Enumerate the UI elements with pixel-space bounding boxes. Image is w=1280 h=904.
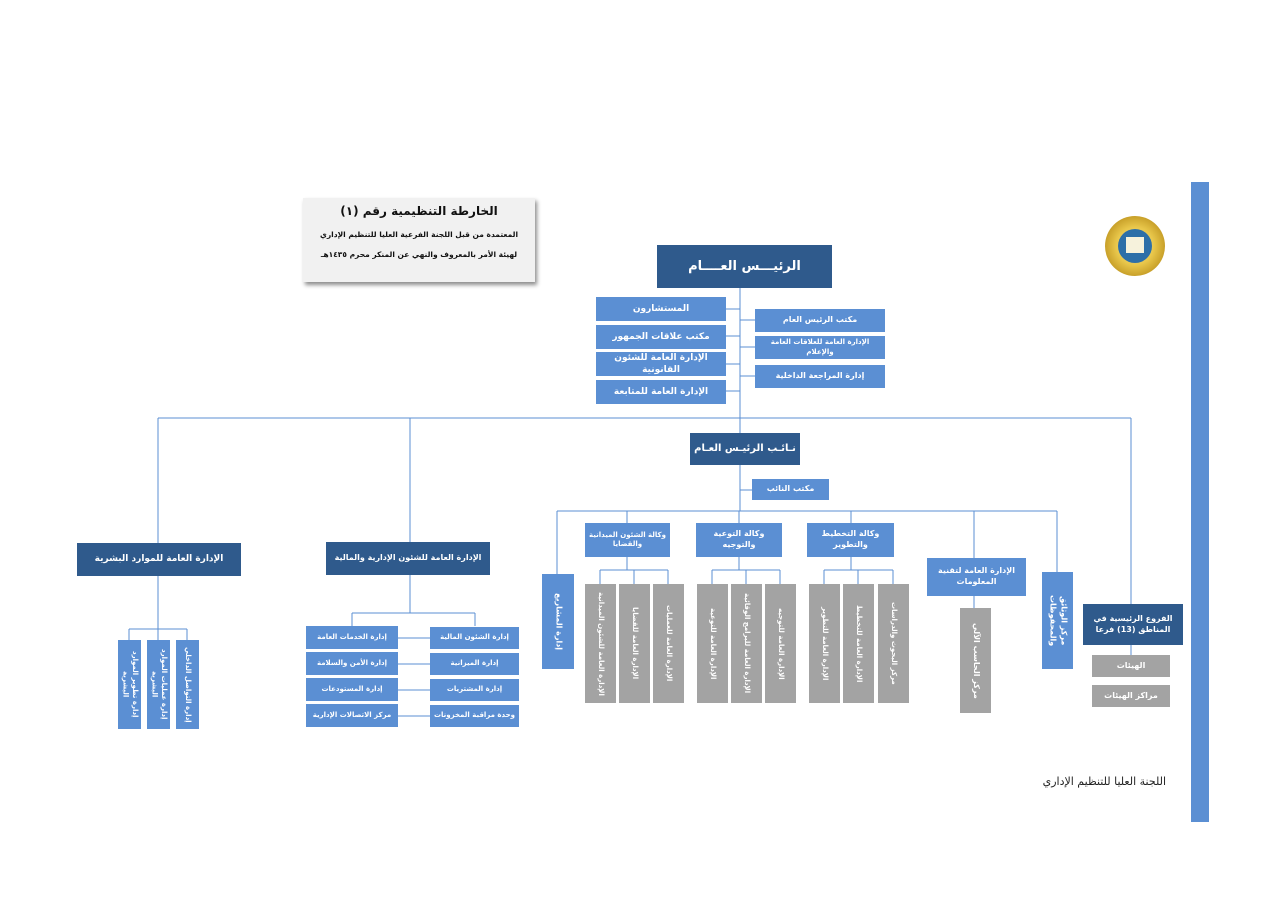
node-advisors[interactable]: المستشارون [596,297,726,321]
node-deputy[interactable]: نـائـب الرئيـس العـام [690,433,800,465]
node-general-services[interactable]: إدارة الخدمات العامة [306,626,398,649]
node-followup[interactable]: الإدارة العامة للمتابعة [596,380,726,404]
node-president-office[interactable]: مكتب الرئيس العام [755,309,885,332]
node-field-gm[interactable]: الإدارة العامة للشئون الميدانية [585,584,616,703]
node-procurement[interactable]: إدارة المشتريات [430,679,519,701]
chart-title: الخارطة التنظيمية رقم (١) [340,204,498,218]
node-computer-center[interactable]: مركز الحاسب الآلي [960,608,991,713]
node-financial-affairs[interactable]: إدارة الشئون المالية [430,627,519,649]
node-legal-affairs[interactable]: الإدارة العامة للشئون القانونية [596,352,726,376]
node-planning-gm[interactable]: الإدارة العامة للتخطيط [843,584,874,703]
node-development-gm[interactable]: الإدارة العامة للتطوير [809,584,840,703]
node-research-center[interactable]: مركز البحوث والدراسات [878,584,909,703]
node-internal-audit[interactable]: إدارة المراجعة الداخلية [755,365,885,388]
node-awareness-gm[interactable]: الإدارة العامة للتوعية [697,584,728,703]
organization-logo-icon [1105,216,1165,276]
node-cases-gm[interactable]: الإدارة العامة للقضايا [619,584,650,703]
node-warehouses[interactable]: إدارة المستودعات [306,678,398,701]
node-admin-comm-center[interactable]: مركز الاتصالات الإدارية [306,704,398,727]
node-documents-center[interactable]: مركز الوثائق والمحفوظات [1042,572,1073,669]
node-prevention-gm[interactable]: الإدارة العامة للبرامج الوقائية [731,584,762,703]
node-planning-agency[interactable]: وكالة التخطيط والتطوير [807,523,894,557]
node-branches[interactable]: الفروع الرئيسية في المناطق (13) فرعا [1083,604,1183,645]
node-public-relations-office[interactable]: مكتب علاقات الجمهور [596,325,726,349]
footer-committee-label: اللجنة العليا للتنظيم الإداري [1042,775,1166,788]
node-president[interactable]: الرئيـــس العــــام [657,245,832,288]
right-decorative-bar [1191,182,1209,822]
node-field-affairs-agency[interactable]: وكالة الشئون الميدانية والقضايا [585,523,670,557]
node-internal-comm[interactable]: إدارة التواصل الداخلي [176,640,199,729]
node-operations-gm[interactable]: الإدارة العامة للعمليات [653,584,684,703]
node-hr-operations[interactable]: إدارة عمليات الموارد البشرية [147,640,170,729]
node-budget[interactable]: إدارة الميزانية [430,653,519,675]
node-guidance-agency[interactable]: وكالة التوعية والتوجيه [696,523,782,557]
node-inventory-control[interactable]: وحدة مراقبة المخزونات [430,705,519,727]
node-it-gm[interactable]: الإدارة العامة لتقنية المعلومات [927,558,1026,596]
node-hr-development[interactable]: إدارة تطوير الموارد البشرية [118,640,141,729]
node-pr-media[interactable]: الإدارة العامة للعلاقات العامة والإعلام [755,336,885,359]
node-hr-gm[interactable]: الإدارة العامة للموارد البشرية [77,543,241,576]
node-admin-finance-gm[interactable]: الإدارة العامة للشئون الإدارية والمالية [326,542,490,575]
node-bodies[interactable]: الهيئات [1092,655,1170,677]
node-projects[interactable]: إدارة المشاريع [542,574,574,669]
node-bodies-centers[interactable]: مراكز الهيئات [1092,685,1170,707]
node-deputy-office[interactable]: مكتب النائب [752,479,829,500]
chart-subtitle-line2: لهيئة الأمر بالمعروف والنهي عن المنكر مح… [320,250,518,259]
node-guidance-gm[interactable]: الإدارة العامة للتوجيه [765,584,796,703]
node-security-safety[interactable]: إدارة الأمن والسلامة [306,652,398,675]
title-card: الخارطة التنظيمية رقم (١) المعتمدة من قب… [303,198,535,282]
chart-subtitle-line1: المعتمدة من قبل اللجنة الفرعية العليا لل… [319,230,519,239]
